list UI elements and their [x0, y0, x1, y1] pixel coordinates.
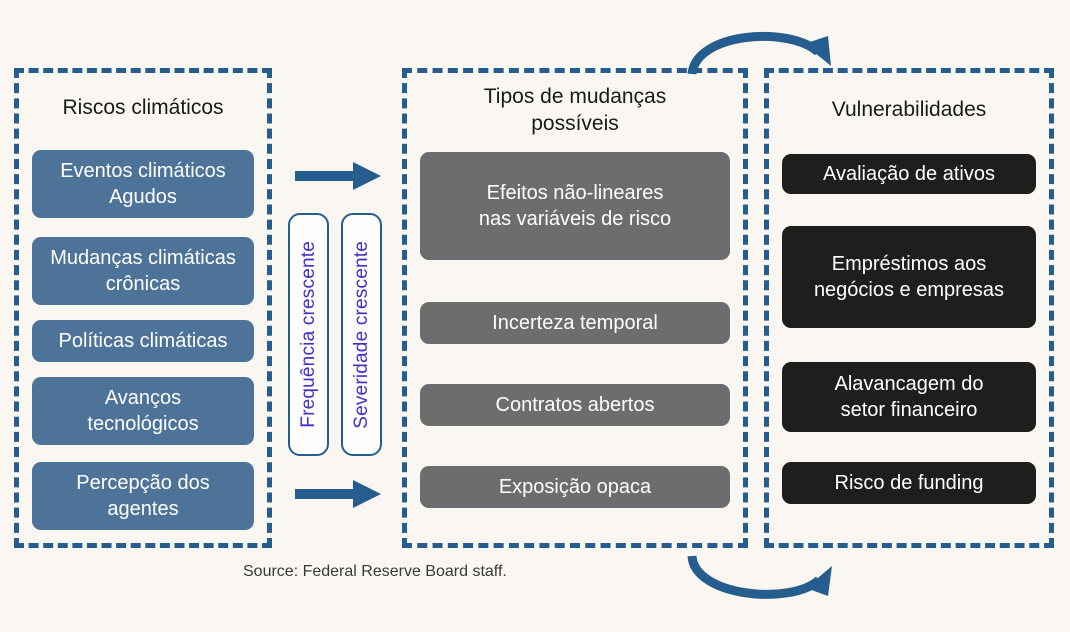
curved-arrow-top	[687, 32, 831, 76]
box-risco-de-funding[interactable]: Risco de funding	[782, 462, 1036, 504]
gradient-chip-frequencia: Frequência crescente	[288, 213, 329, 456]
box-avaliacao-de-ativos[interactable]: Avaliação de ativos	[782, 154, 1036, 194]
panel-title-vulnerabilidades: Vulnerabilidades	[831, 98, 987, 121]
box-percepcao-dos-agentes[interactable]: Percepção dos agentes	[32, 462, 254, 530]
box-exposicao-opaca[interactable]: Exposição opaca	[420, 466, 730, 508]
box-mudancas-climaticas-cronicas[interactable]: Mudanças climáticas crônicas	[32, 237, 254, 305]
panel-tipos-de-mudancas-possiveis	[402, 68, 748, 548]
box-emprestimos-aos-negocios-e-empresas[interactable]: Empréstimos aos negócios e empresas	[782, 226, 1036, 328]
panel-riscos-climaticos	[14, 68, 272, 548]
box-avancos-tecnologicos[interactable]: Avanços tecnológicos	[32, 377, 254, 445]
panel-vulnerabilidades	[764, 68, 1054, 548]
panel-title-riscos-climaticos: Riscos climáticos	[62, 96, 224, 119]
box-incerteza-temporal[interactable]: Incerteza temporal	[420, 302, 730, 344]
straight-arrow-top	[295, 162, 381, 190]
source-caption: Source: Federal Reserve Board staff.	[243, 563, 507, 580]
box-efeitos-nao-lineares[interactable]: Efeitos não-lineares nas variáveis de ri…	[420, 152, 730, 260]
box-alavancagem-do-setor-financeiro[interactable]: Alavancagem do setor financeiro	[782, 362, 1036, 432]
curved-arrow-bottom	[687, 555, 832, 599]
panel-title-tipos-de-mudancas-possiveis: Tipos de mudanças possíveis	[483, 85, 667, 135]
gradient-chip-severidade: Severidade crescente	[341, 213, 382, 456]
box-contratos-abertos[interactable]: Contratos abertos	[420, 384, 730, 426]
box-politicas-climaticas[interactable]: Políticas climáticas	[32, 320, 254, 362]
gradient-label-frequencia: Frequência crescente	[297, 241, 319, 428]
gradient-label-severidade: Severidade crescente	[350, 240, 372, 429]
straight-arrow-bottom	[295, 480, 381, 508]
box-eventos-climaticos-agudos[interactable]: Eventos climáticos Agudos	[32, 150, 254, 218]
